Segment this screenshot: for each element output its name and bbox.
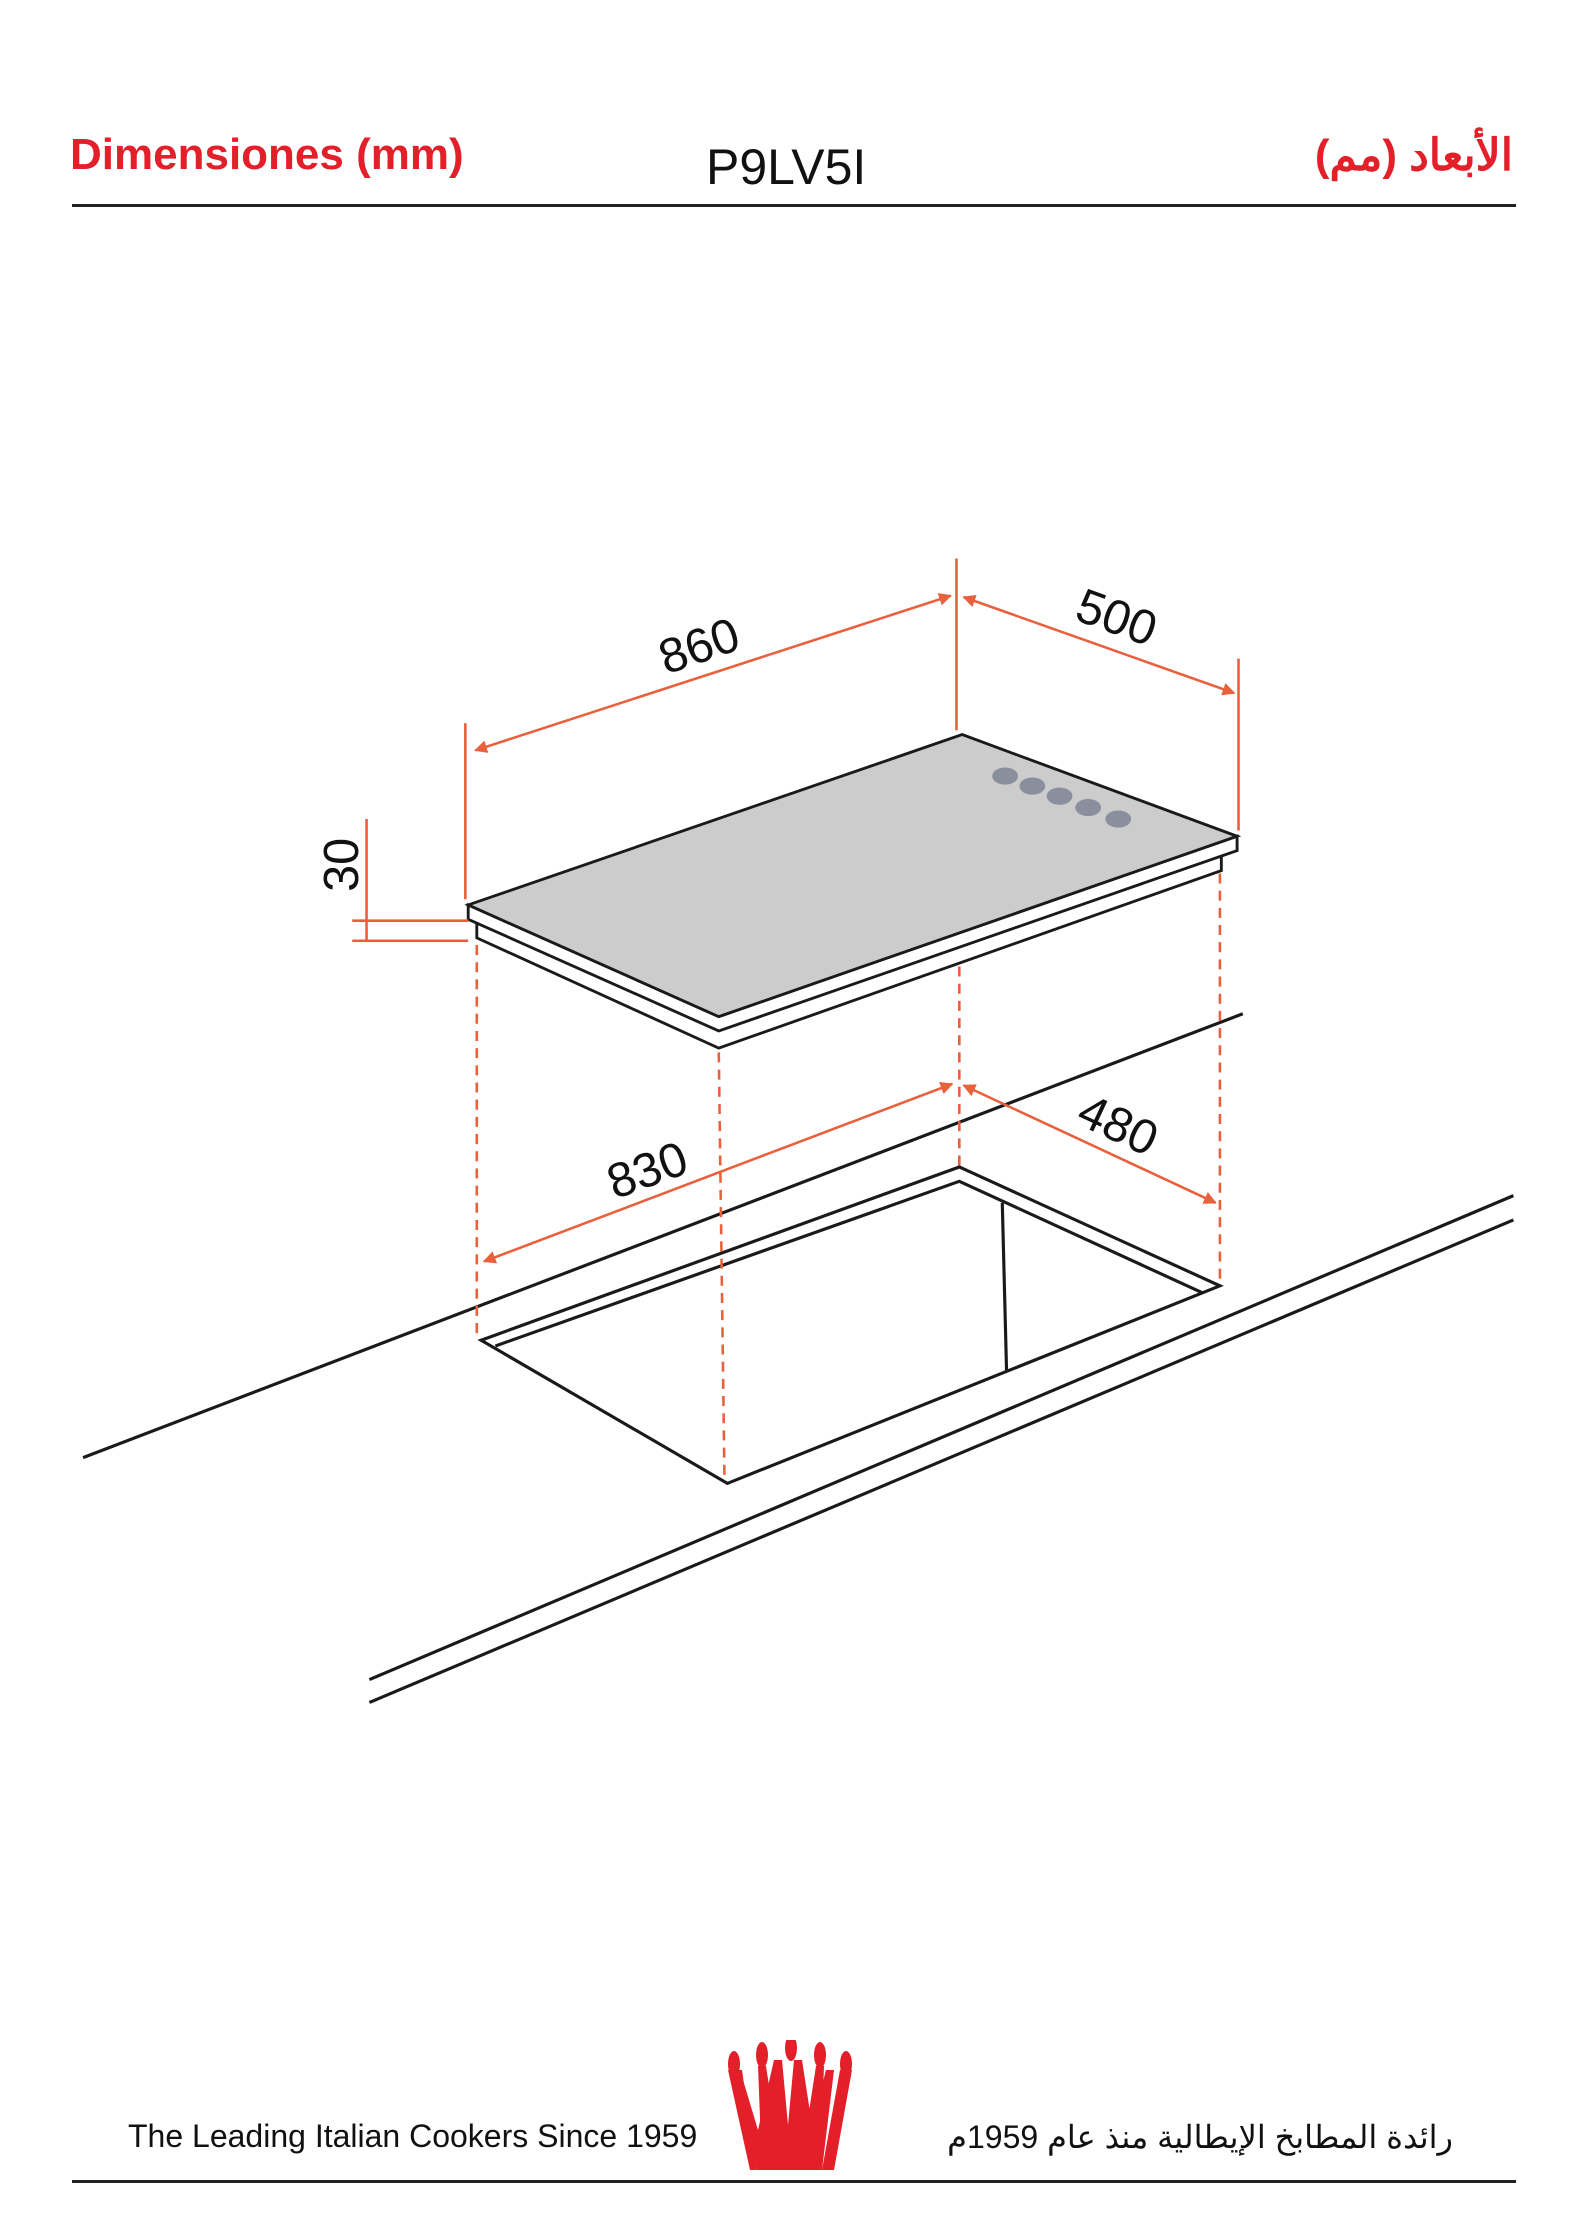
header-divider [72, 204, 1516, 207]
knob-icon [1019, 777, 1046, 795]
slogan-english: The Leading Italian Cookers Since 1959 [128, 2118, 698, 2154]
footer-divider [72, 2180, 1516, 2183]
knob-icon [1105, 810, 1132, 828]
model-name: P9LV5I [706, 139, 867, 195]
height-label: 30 [315, 838, 369, 892]
burner-knobs [992, 767, 1132, 828]
width-label: 860 [652, 608, 746, 686]
knob-icon [1075, 799, 1102, 817]
countertop [82, 1012, 1515, 1704]
slogan-arabic: رائدة المطابخ الإيطالية منذ عام 1959م [947, 2119, 1453, 2155]
knob-icon [1046, 787, 1073, 805]
dimension-lines [352, 558, 1240, 1264]
cutout-width-label: 830 [600, 1131, 695, 1210]
cutout-depth-label: 480 [1070, 1084, 1166, 1167]
title-spanish: Dimensiones (mm) [70, 130, 464, 179]
cutout [477, 1165, 1224, 1486]
title-arabic: الأبعاد (مم) [1314, 131, 1513, 180]
depth-label: 500 [1069, 579, 1164, 658]
cooktop [464, 733, 1242, 1050]
knob-icon [992, 767, 1019, 785]
crown-logo-icon [728, 2040, 852, 2170]
